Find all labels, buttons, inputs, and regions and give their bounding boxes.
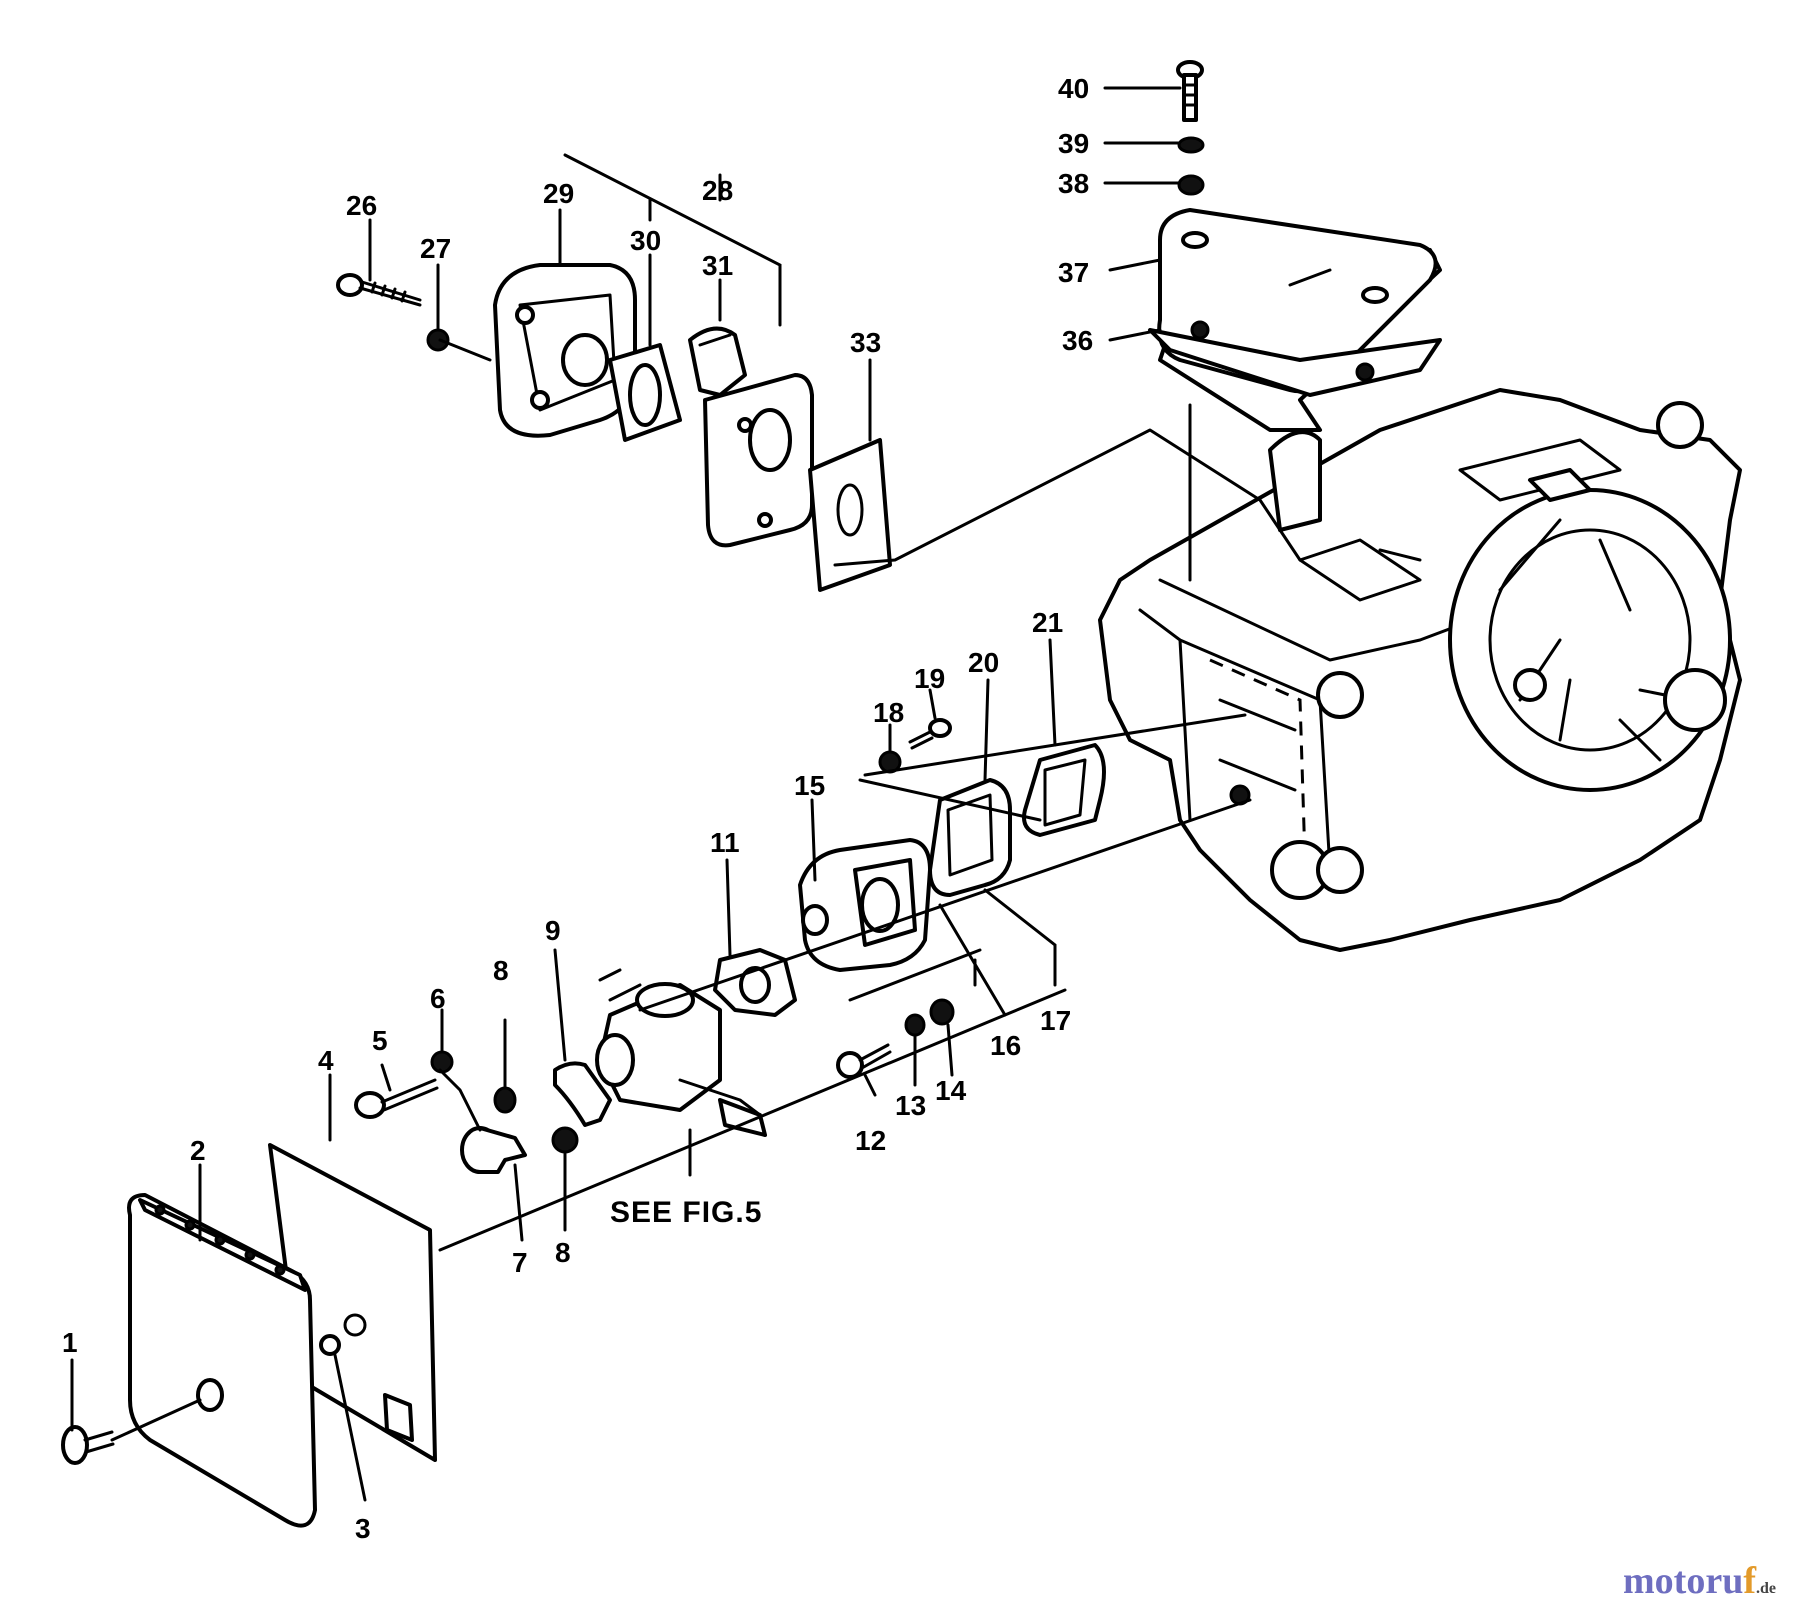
label-16: 16 — [990, 1030, 1021, 1061]
label-6: 6 — [430, 983, 446, 1014]
muffler-assembly — [493, 263, 1302, 592]
label-3: 3 — [355, 1513, 371, 1544]
label-30: 30 — [630, 225, 661, 256]
label-39: 37 — [1058, 257, 1089, 288]
label-1: 1 — [62, 1327, 78, 1358]
watermark-part1: motoru — [1623, 1560, 1744, 1602]
washer-6 — [430, 1050, 454, 1074]
label-20: 20 — [968, 647, 999, 678]
label-36: 40 — [1058, 73, 1089, 104]
screw-5 — [354, 1078, 439, 1119]
label-33: 33 — [850, 327, 881, 358]
label-40: 36 — [1062, 325, 1093, 356]
label-17: 17 — [1040, 1005, 1071, 1036]
see-fig-note: SEE FIG.5 — [610, 1196, 762, 1229]
air-filter-cover-2 — [127, 1193, 317, 1528]
gasket-11 — [713, 948, 797, 1017]
label-18: 18 — [873, 697, 904, 728]
screw-12 — [836, 1043, 892, 1079]
label-14: 14 — [935, 1075, 967, 1106]
label-29: 29 — [543, 178, 574, 209]
label-5: 5 — [372, 1025, 388, 1056]
label-38: 38 — [1058, 168, 1089, 199]
washer-38 — [1177, 174, 1205, 196]
label-15: 15 — [794, 770, 825, 801]
engine-crankcase — [1098, 388, 1742, 952]
label-28: 28 — [702, 175, 733, 206]
label-13: 13 — [895, 1090, 926, 1121]
label-26: 26 — [346, 190, 377, 221]
top-cover-assembly — [1148, 208, 1442, 432]
label-27: 27 — [420, 233, 451, 264]
label-8-top: 8 — [493, 955, 509, 986]
label-19: 19 — [914, 663, 945, 694]
gasket-21 — [1022, 743, 1106, 837]
bolt-36 — [1176, 60, 1204, 122]
bolt-26 — [336, 273, 422, 307]
screw-1 — [61, 1425, 115, 1465]
spring-8b — [551, 1126, 579, 1154]
label-2: 2 — [190, 1135, 206, 1166]
label-21: 21 — [1032, 607, 1063, 638]
label-9: 9 — [545, 915, 561, 946]
label-12: 12 — [855, 1125, 886, 1156]
washer-13 — [904, 1013, 926, 1037]
choke-7 — [460, 1126, 527, 1174]
watermark-part3: .de — [1756, 1580, 1776, 1597]
label-11: 11 — [710, 827, 740, 858]
watermark-logo: motoruf.de — [1623, 1559, 1776, 1603]
intake-15 — [798, 838, 932, 972]
bolt-19 — [908, 718, 952, 750]
grommet-3 — [319, 1334, 341, 1356]
label-4: 4 — [318, 1045, 334, 1076]
label-37: 39 — [1058, 128, 1089, 159]
label-7: 7 — [512, 1247, 528, 1278]
label-8-bottom: 8 — [555, 1237, 571, 1268]
watermark-part2: f — [1743, 1560, 1756, 1602]
plate-9 — [553, 1061, 612, 1127]
washer-37 — [1177, 136, 1205, 154]
nut-14 — [929, 998, 955, 1026]
spring-8a — [493, 1086, 517, 1114]
label-31: 31 — [702, 250, 733, 281]
washer-27 — [426, 328, 450, 352]
